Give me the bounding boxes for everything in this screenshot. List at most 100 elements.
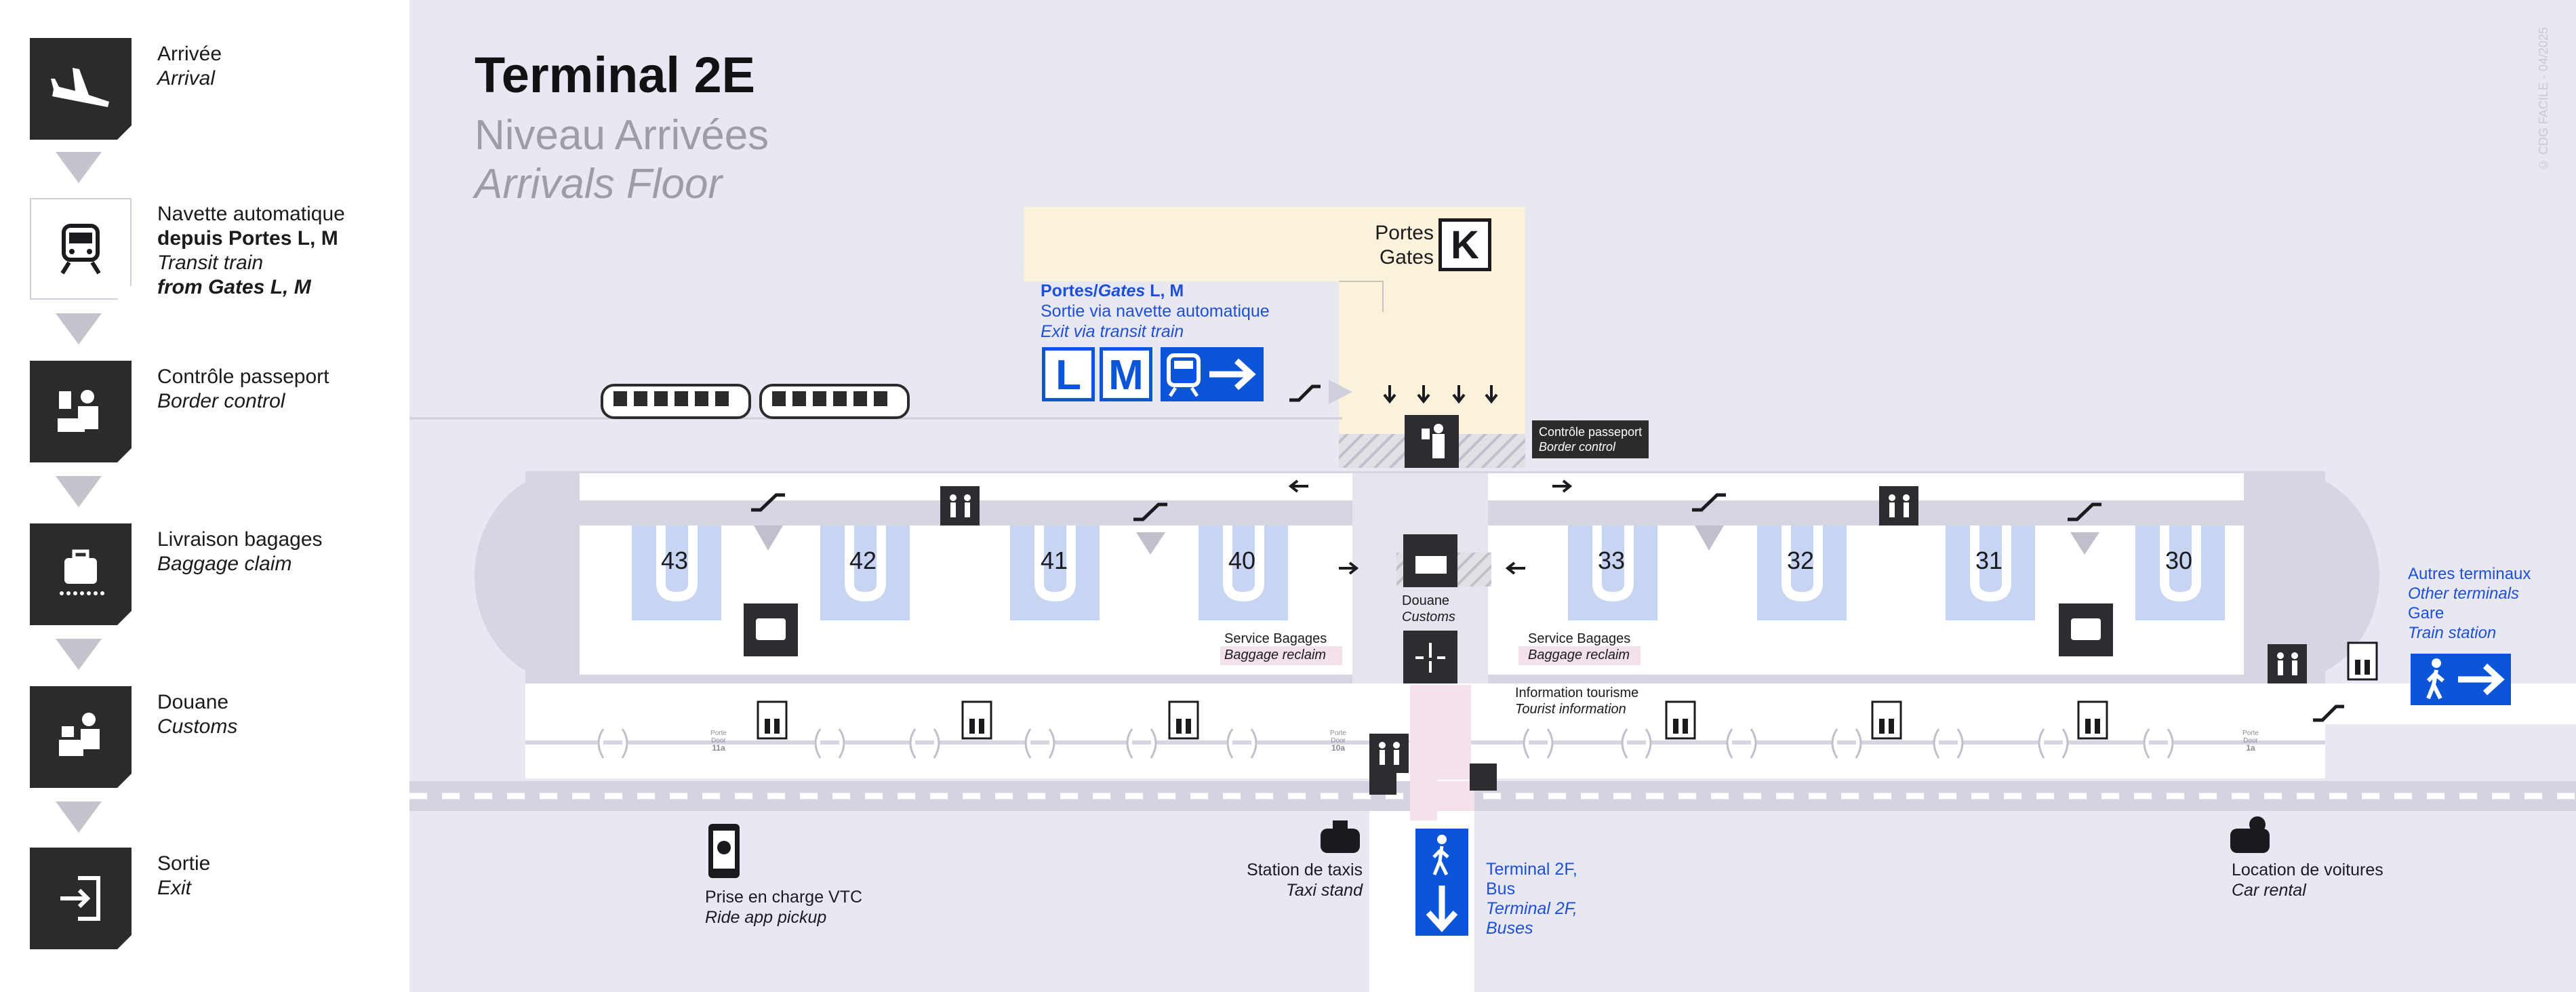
transit-title-fr: Portes/	[1041, 281, 1098, 300]
door-1a-label: Porte Door 1a	[2236, 730, 2266, 752]
carousel-number: 32	[1787, 547, 1815, 574]
step-label-en: Border control	[157, 390, 285, 412]
flow-down-arrow	[56, 639, 102, 670]
door-label-num: 1a	[2246, 743, 2255, 753]
tourist-info-fr: Information tourisme	[1515, 686, 1639, 700]
car-rental-fr: Location de voitures	[2232, 860, 2383, 879]
door-label-mid: Door	[1331, 737, 1346, 745]
carousel-number: 42	[849, 547, 877, 574]
walk-down-arrow-icon	[1426, 835, 1458, 932]
flow-down-arrow	[56, 801, 102, 833]
customs-label: Douane Customs	[1402, 593, 1455, 625]
terminal-2f-label: Terminal 2F, Bus Terminal 2F, Buses	[1486, 860, 1577, 938]
gate-k-letter-badge: K	[1438, 218, 1491, 271]
baggage-reclaim-right-en: Baggage reclaim	[1528, 648, 1630, 662]
step-label-en-bold: from Gates L, M	[157, 276, 311, 298]
step-label-en: Exit	[157, 877, 192, 899]
other-terminals-direction-sign	[2411, 654, 2511, 705]
plane-arrival-icon	[30, 38, 132, 140]
door-label-top: Porte	[1330, 730, 1346, 737]
step-label-fr: Douane	[157, 691, 229, 713]
step-label-fr: Navette automatique	[157, 203, 345, 225]
transit-train-direction-sign	[1161, 347, 1264, 401]
transit-train-icon	[30, 198, 132, 300]
border-control-icon	[30, 361, 132, 462]
vtc-pickup-fr: Prise en charge VTC	[705, 888, 863, 907]
baggage-claim-icon	[30, 523, 132, 625]
carousel-number: 43	[661, 547, 689, 574]
exit-icon	[30, 848, 132, 949]
step-label-fr-bold: depuis Portes L, M	[157, 227, 338, 250]
flow-down-arrow	[56, 313, 102, 344]
elevator-icons	[757, 641, 2378, 740]
page-title: Terminal 2E	[475, 47, 756, 103]
terminal-2f-l4: Buses	[1486, 919, 1533, 938]
taxi-stand-en: Taxi stand	[1285, 881, 1363, 900]
gates-k-label-fr: Portes	[1375, 222, 1434, 244]
escalator-icons	[751, 384, 2344, 722]
passport-control-en: Border control	[1539, 440, 1616, 454]
map-badges	[744, 415, 2113, 795]
other-terminals-label: Autres terminaux Other terminals Gare Tr…	[2408, 564, 2531, 643]
customs-label-fr: Douane	[1402, 593, 1450, 608]
terminal-2f-l2: Bus	[1486, 879, 1516, 898]
train-arrow-icon	[1167, 353, 1256, 397]
other-terminals-fr: Autres terminaux	[2408, 565, 2531, 583]
door-label-mid: Door	[711, 737, 726, 745]
carousel-number: 40	[1228, 547, 1256, 574]
transit-title-letters: L, M	[1145, 281, 1184, 300]
copyright-notice: © CDG FACILE - 04/2025	[2537, 27, 2550, 172]
step-label-fr: Sortie	[157, 852, 211, 875]
taxi-stand-fr: Station de taxis	[1247, 860, 1363, 879]
train-station-en: Train station	[2408, 624, 2497, 642]
gates-k-label-en: Gates	[1379, 246, 1434, 269]
carousel-number: 31	[1975, 547, 2003, 574]
car-rental-label: Location de voitures Car rental	[2232, 860, 2383, 900]
door-label-top: Porte	[710, 730, 727, 737]
customs-label-en: Customs	[1402, 610, 1455, 624]
carousel-number: 30	[2165, 547, 2193, 574]
carousel-number: 41	[1041, 547, 1068, 574]
floor-name-fr: Niveau Arrivées	[475, 112, 769, 159]
terminal-2f-l1: Terminal 2F,	[1486, 860, 1577, 879]
vtc-pickup-label: Prise en charge VTC Ride app pickup	[705, 887, 862, 928]
baggage-reclaim-left-label: Service Bagages Baggage reclaim	[1224, 631, 1327, 663]
toilet-icons	[940, 486, 2307, 773]
baggage-reclaim-left-en: Baggage reclaim	[1224, 648, 1327, 662]
door-11a-label: Porte Door 11a	[704, 730, 733, 752]
gates-k-label: Portes Gates	[1363, 221, 1434, 270]
baggage-reclaim-left-fr: Service Bagages	[1224, 631, 1327, 646]
taxi-stand-label: Station de taxis Taxi stand	[1227, 860, 1363, 900]
car-rental-en: Car rental	[2232, 881, 2306, 900]
transit-title-en: Gates	[1098, 281, 1146, 300]
step-label-fr: Arrivée	[157, 43, 222, 65]
walk-arrow-icon	[2426, 658, 2505, 700]
door-label-num: 11a	[712, 743, 725, 753]
gate-m-badge: M	[1100, 347, 1152, 401]
transit-train-vehicles	[601, 384, 910, 419]
terminal-2f-direction-sign	[1415, 829, 1468, 936]
step-label-en: Arrival	[157, 67, 216, 90]
passport-control-fr: Contrôle passeport	[1539, 425, 1643, 439]
step-label-fr: Livraison bagages	[157, 528, 323, 551]
floor-name-en: Arrivals Floor	[475, 161, 723, 207]
step-label-en: Baggage claim	[157, 553, 292, 575]
vtc-pickup-en: Ride app pickup	[705, 908, 827, 927]
transit-line1: Sortie via navette automatique	[1041, 302, 1270, 321]
terminal-2f-l3: Terminal 2F,	[1486, 899, 1577, 918]
tourist-info-en: Tourist information	[1515, 702, 1626, 717]
flow-down-arrow	[56, 476, 102, 507]
flow-arrows	[1288, 385, 1573, 575]
gate-l-badge: L	[1042, 347, 1095, 401]
baggage-reclaim-right-fr: Service Bagages	[1528, 631, 1631, 646]
step-label-en: Customs	[157, 715, 238, 738]
transit-line2: Exit via transit train	[1041, 322, 1184, 341]
baggage-reclaim-right-label: Service Bagages Baggage reclaim	[1528, 631, 1630, 663]
flow-down-arrow	[56, 152, 102, 183]
